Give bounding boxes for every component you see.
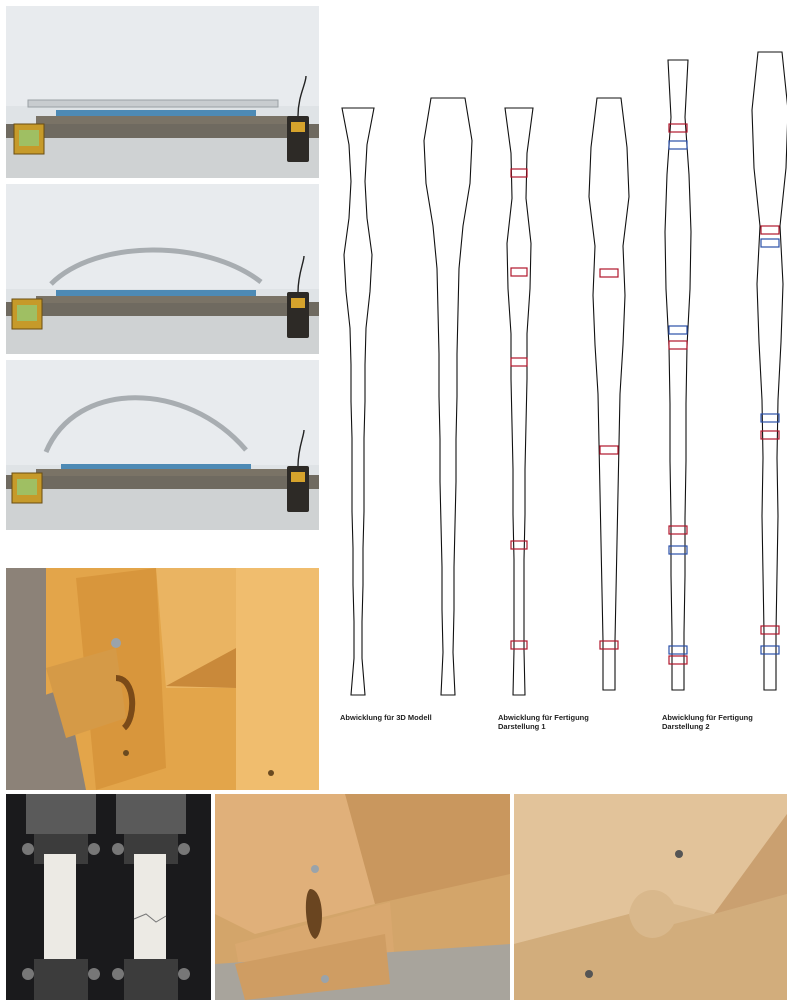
strip-unfolding-drawings	[325, 40, 787, 740]
joint-marker-blue	[668, 140, 688, 150]
joint-marker-blue	[668, 545, 688, 555]
bending-test-photo-high-arch	[6, 360, 319, 530]
plywood-foot-photo	[215, 794, 510, 1000]
joint-marker-red	[760, 430, 780, 440]
strip-outline-fab1-b	[588, 97, 630, 691]
joint-marker-red	[510, 540, 528, 550]
strip-outline-fab1-a	[504, 107, 534, 696]
joint-marker-red	[599, 268, 619, 278]
joint-marker-blue	[668, 645, 688, 655]
plywood-notch-photo	[514, 794, 787, 1000]
joint-marker-blue	[760, 413, 780, 423]
joint-marker-red	[510, 168, 528, 178]
joint-marker-blue	[760, 645, 780, 655]
joint-marker-red	[599, 445, 619, 455]
caption-manufacturing-1: Abwicklung für Fertigung Darstellung 1	[498, 713, 589, 731]
bending-test-photo-flat	[6, 6, 319, 178]
strip-outline-3d-b	[423, 97, 473, 696]
caption-manufacturing-2: Abwicklung für Fertigung Darstellung 2	[662, 713, 753, 731]
joint-marker-red	[510, 357, 528, 367]
joint-marker-red	[760, 625, 780, 635]
strip-outline-3d-a	[341, 107, 375, 696]
joint-marker-blue	[760, 238, 780, 248]
joint-marker-red	[510, 640, 528, 650]
joint-marker-red	[668, 340, 688, 350]
joint-marker-blue	[668, 325, 688, 335]
joint-marker-red	[599, 640, 619, 650]
joint-marker-red	[760, 225, 780, 235]
caption-3d-model: Abwicklung für 3D Modell	[340, 713, 432, 722]
bending-test-photo-arched	[6, 184, 319, 354]
tensile-test-photo	[6, 794, 211, 1000]
joint-marker-red	[668, 123, 688, 133]
joint-marker-red	[668, 655, 688, 665]
strip-outline-fab2-a	[664, 59, 692, 691]
plywood-joint-photo	[6, 568, 319, 790]
strip-outline-fab2-b	[751, 51, 787, 691]
joint-marker-red	[510, 267, 528, 277]
joint-marker-red	[668, 525, 688, 535]
